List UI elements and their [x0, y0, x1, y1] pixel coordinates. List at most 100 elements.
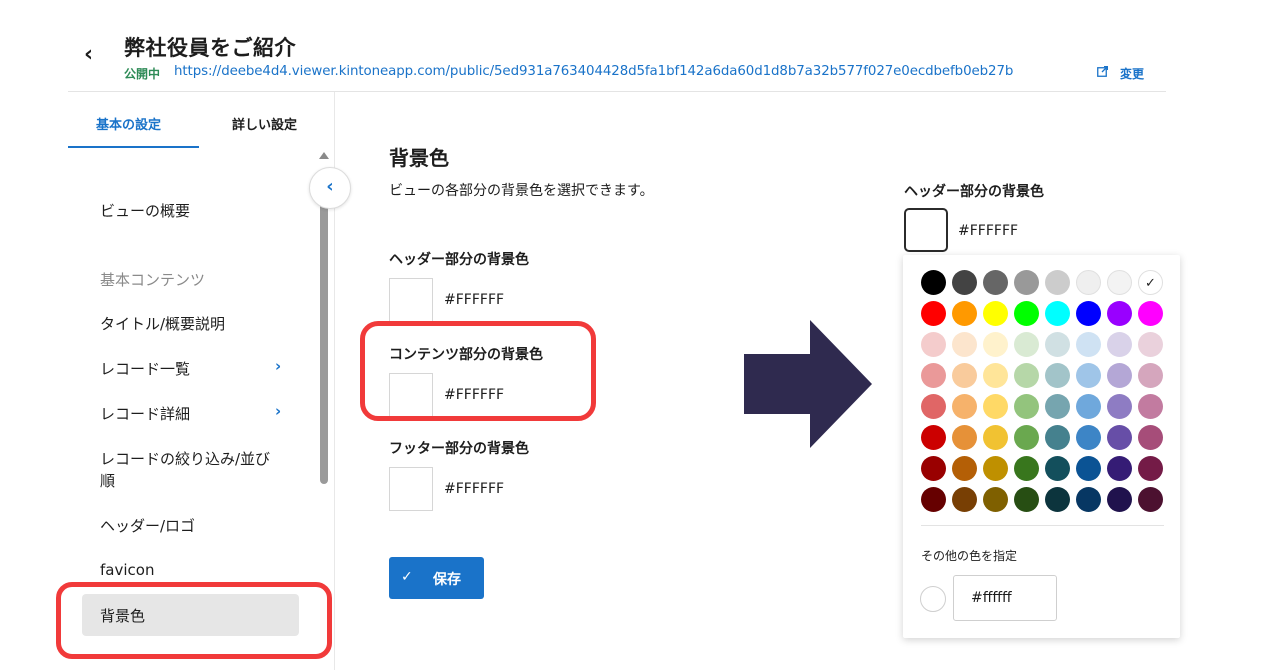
color-swatch[interactable]: [1014, 487, 1039, 512]
color-swatch[interactable]: [1107, 363, 1132, 388]
color-swatch[interactable]: [1045, 487, 1070, 512]
color-swatch[interactable]: [1107, 301, 1132, 326]
color-swatch-selected[interactable]: ✓: [1138, 270, 1163, 295]
color-swatch[interactable]: [952, 425, 977, 450]
color-swatch[interactable]: [1014, 425, 1039, 450]
color-swatch[interactable]: [1014, 332, 1039, 357]
sidebar-item-record-detail[interactable]: レコード詳細: [100, 405, 191, 423]
color-swatch[interactable]: [1045, 394, 1070, 419]
color-swatch[interactable]: [952, 363, 977, 388]
color-swatch[interactable]: [1138, 394, 1163, 419]
sidebar-item-overview[interactable]: ビューの概要: [100, 202, 191, 220]
color-swatch[interactable]: [921, 456, 946, 481]
color-swatch[interactable]: [1138, 363, 1163, 388]
content-bg-label: コンテンツ部分の背景色: [389, 347, 543, 363]
other-color-input[interactable]: #ffffff: [953, 575, 1057, 621]
picker-current-swatch[interactable]: [904, 208, 948, 252]
color-swatch[interactable]: [1076, 301, 1101, 326]
save-button[interactable]: ✓ 保存: [389, 557, 484, 599]
content-bg-value: #FFFFFF: [444, 387, 505, 403]
color-swatch[interactable]: [1076, 487, 1101, 512]
color-swatch[interactable]: [1138, 487, 1163, 512]
color-swatch[interactable]: [1014, 394, 1039, 419]
sidebar-item-record-list[interactable]: レコード一覧: [100, 360, 191, 378]
footer-bg-swatch[interactable]: [389, 467, 433, 511]
color-swatch[interactable]: [983, 487, 1008, 512]
color-swatch[interactable]: [983, 301, 1008, 326]
color-swatch[interactable]: [1045, 456, 1070, 481]
color-swatch[interactable]: [921, 270, 946, 295]
tab-detail-settings[interactable]: 詳しい設定: [232, 118, 298, 133]
scroll-up-icon[interactable]: [319, 152, 329, 159]
tab-basic-settings[interactable]: 基本の設定: [96, 118, 162, 133]
color-swatch[interactable]: [1107, 394, 1132, 419]
sidebar-item-title-description[interactable]: タイトル/概要説明: [100, 315, 226, 333]
color-swatch[interactable]: [1138, 456, 1163, 481]
color-swatch[interactable]: [921, 394, 946, 419]
color-swatch[interactable]: [1014, 301, 1039, 326]
check-icon: ✓: [401, 569, 413, 585]
color-swatch[interactable]: [952, 270, 977, 295]
external-link-icon[interactable]: [1097, 66, 1108, 77]
color-swatch[interactable]: [952, 301, 977, 326]
color-swatch[interactable]: [1076, 270, 1101, 295]
picker-divider: [921, 525, 1164, 526]
chevron-right-icon: ›: [275, 402, 282, 420]
color-swatch[interactable]: [1045, 301, 1070, 326]
color-swatch[interactable]: [952, 487, 977, 512]
color-swatch[interactable]: [1014, 456, 1039, 481]
color-swatch[interactable]: [1107, 270, 1132, 295]
color-swatch[interactable]: [1138, 425, 1163, 450]
highlight-box-content: [360, 321, 596, 421]
sidebar-item-filter-sort[interactable]: レコードの絞り込み/並び: [100, 450, 271, 468]
content-bg-swatch[interactable]: [389, 373, 433, 417]
color-swatch[interactable]: [1076, 425, 1101, 450]
sidebar-item-header-logo[interactable]: ヘッダー/ロゴ: [100, 517, 196, 535]
status-badge: 公開中: [124, 67, 161, 81]
color-swatch[interactable]: [1076, 456, 1101, 481]
color-swatch[interactable]: [983, 363, 1008, 388]
save-button-label: 保存: [433, 572, 461, 588]
page-title: 弊社役員をご紹介: [124, 36, 296, 60]
color-swatch[interactable]: [1138, 332, 1163, 357]
sidebar-scrollbar[interactable]: [320, 196, 328, 484]
header-bg-swatch[interactable]: [389, 278, 433, 322]
color-swatch[interactable]: [921, 425, 946, 450]
color-swatch[interactable]: [1107, 487, 1132, 512]
color-swatch[interactable]: [1107, 332, 1132, 357]
color-swatch[interactable]: [1045, 332, 1070, 357]
color-swatch[interactable]: [921, 332, 946, 357]
color-swatch[interactable]: [1014, 363, 1039, 388]
sidebar-item-filter-sort-line2[interactable]: 順: [100, 472, 116, 490]
color-swatch[interactable]: [983, 456, 1008, 481]
color-swatch[interactable]: [1014, 270, 1039, 295]
collapse-sidebar-button[interactable]: ‹: [309, 167, 351, 209]
color-swatch[interactable]: [952, 456, 977, 481]
header-bg-value: #FFFFFF: [444, 292, 505, 308]
color-swatch[interactable]: [1107, 425, 1132, 450]
color-swatch[interactable]: [983, 270, 1008, 295]
color-swatch[interactable]: [952, 394, 977, 419]
sidebar-item-bg-color[interactable]: 背景色: [100, 607, 146, 625]
color-swatch[interactable]: [1045, 363, 1070, 388]
color-swatch[interactable]: [1045, 425, 1070, 450]
color-swatch[interactable]: [1045, 270, 1070, 295]
color-swatch[interactable]: [983, 425, 1008, 450]
change-url-link[interactable]: 変更: [1120, 67, 1145, 81]
color-swatch[interactable]: [1076, 363, 1101, 388]
color-swatch[interactable]: [1138, 301, 1163, 326]
color-swatch[interactable]: [921, 487, 946, 512]
public-url-link[interactable]: https://deebe4d4.viewer.kintoneapp.com/p…: [174, 64, 1014, 79]
color-swatch[interactable]: [921, 301, 946, 326]
back-button[interactable]: ‹: [84, 42, 94, 67]
color-swatch[interactable]: [983, 394, 1008, 419]
sidebar-item-favicon[interactable]: favicon: [100, 561, 155, 579]
color-swatch[interactable]: [983, 332, 1008, 357]
picker-current-value: #FFFFFF: [958, 223, 1019, 239]
color-swatch[interactable]: [1076, 394, 1101, 419]
color-swatch[interactable]: [1107, 456, 1132, 481]
color-swatch[interactable]: [921, 363, 946, 388]
color-swatch[interactable]: [1076, 332, 1101, 357]
color-swatch[interactable]: [952, 332, 977, 357]
arrow-right-icon: [744, 320, 872, 448]
